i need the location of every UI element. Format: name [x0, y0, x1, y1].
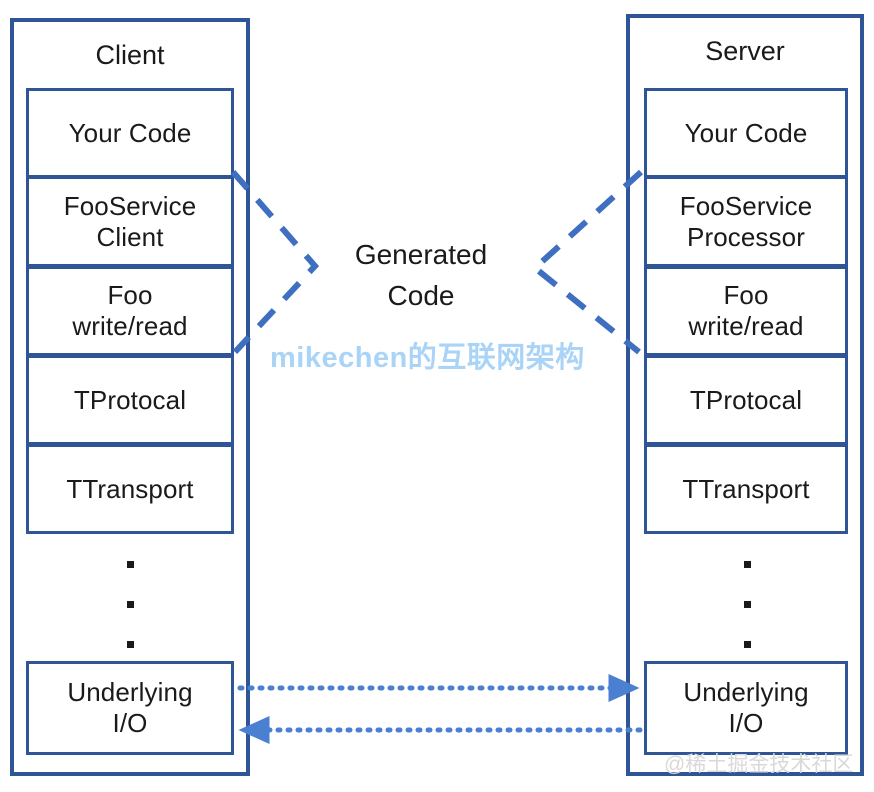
generated-code-line2: Code [387, 279, 455, 311]
ellipsis-dot [126, 641, 134, 648]
client-layer-ttransport[interactable]: TTransport [26, 444, 234, 534]
server-layer-your-code[interactable]: Your Code [644, 88, 848, 178]
client-layer-fooservice-client[interactable]: FooService Client [26, 176, 234, 267]
server-layer-ttransport[interactable]: TTransport [644, 444, 848, 534]
client-layer-tprotocal-label: TProtocal [73, 384, 187, 415]
server-layer-fooservice-processor-line2: Processor [687, 221, 805, 252]
server-layer-foo-writeread-line1: Foo [723, 280, 769, 311]
server-layer-tprotocal-label: TProtocal [689, 384, 803, 415]
generated-code-label: Generated Code [312, 235, 530, 316]
client-layer-foo-writeread[interactable]: Foo write/read [26, 266, 234, 356]
ellipsis-dot [743, 641, 751, 648]
client-layer-fooservice-client-line2: Client [96, 221, 164, 252]
client-layer-tprotocal[interactable]: TProtocal [26, 355, 234, 445]
server-layer-foo-writeread-line2: write/read [688, 311, 804, 341]
server-layer-fooservice-processor[interactable]: FooService Processor [644, 176, 848, 267]
client-layer-underlying-io-line1: Underlying [67, 677, 193, 708]
watermark-juejin: @稀土掘金技术社区 [664, 753, 854, 776]
server-layer-fooservice-processor-line1: FooService [679, 190, 813, 221]
client-layer-underlying-io-line2: I/O [112, 708, 148, 738]
client-layer-ttransport-label: TTransport [66, 473, 194, 504]
server-ellipsis-dots [740, 561, 754, 648]
client-layer-underlying-io[interactable]: Underlying I/O [26, 661, 234, 755]
server-layer-foo-writeread[interactable]: Foo write/read [644, 266, 848, 356]
ellipsis-dot [126, 561, 134, 568]
server-layer-ttransport-label: TTransport [682, 473, 810, 504]
server-stack-title: Server [705, 36, 785, 66]
ellipsis-dot [126, 601, 134, 608]
client-layer-your-code[interactable]: Your Code [26, 88, 234, 178]
server-layer-tprotocal[interactable]: TProtocal [644, 355, 848, 445]
server-layer-underlying-io[interactable]: Underlying I/O [644, 661, 848, 755]
client-stack-title: Client [95, 40, 165, 70]
watermark-mikechen: mikechen的互联网架构 [270, 342, 585, 374]
generated-code-line1: Generated [354, 239, 488, 270]
client-ellipsis-dots [123, 561, 137, 648]
ellipsis-dot [743, 601, 751, 608]
server-layer-underlying-io-line1: Underlying [683, 677, 809, 708]
client-layer-foo-writeread-line2: write/read [72, 311, 188, 341]
ellipsis-dot [743, 561, 751, 568]
client-layer-fooservice-client-line1: FooService [63, 190, 197, 221]
server-layer-underlying-io-line2: I/O [728, 708, 764, 738]
client-layer-foo-writeread-line1: Foo [107, 280, 153, 311]
server-layer-your-code-label: Your Code [684, 117, 808, 148]
client-layer-your-code-label: Your Code [68, 117, 192, 148]
